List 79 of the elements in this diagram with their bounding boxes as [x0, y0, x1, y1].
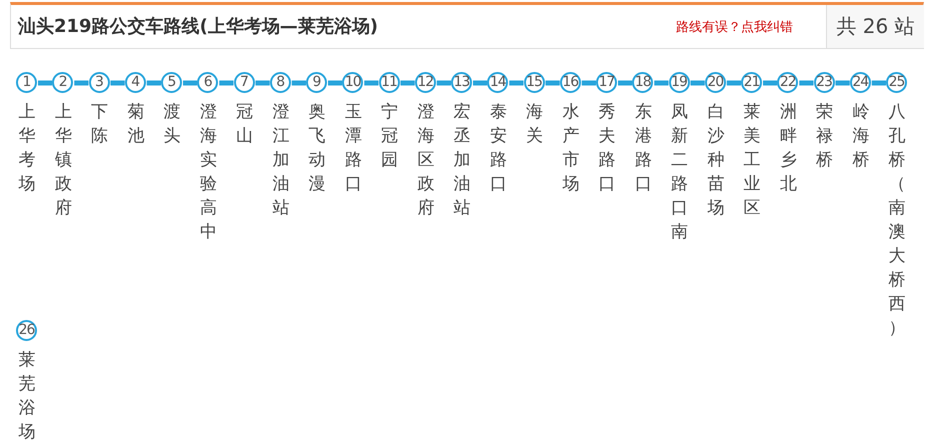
- stop-name: 澄海实验高中: [199, 101, 218, 244]
- stop-circle: 23: [814, 72, 834, 93]
- report-error-link: 路线有误？点我纠错: [676, 19, 793, 36]
- stop-circle: 15: [524, 72, 544, 93]
- stop-name: 菊池: [126, 101, 145, 148]
- stop-circle: 14: [487, 72, 508, 93]
- stop-circle: 26: [16, 320, 37, 341]
- stop-circle: 18: [632, 72, 654, 93]
- stop-name: 莱美工业区: [743, 101, 761, 220]
- stop-circle: 13: [451, 72, 472, 93]
- title: 汕头219路公交车路线(上华考场—莱芜浴场): [18, 15, 378, 38]
- stop-name: 岭海桥: [852, 101, 870, 172]
- stop-circle: 11: [378, 72, 400, 93]
- connector-line: [74, 80, 88, 86]
- stop-name: 宁冠园: [380, 101, 398, 172]
- connector-line: [872, 80, 886, 86]
- connector-line: [38, 80, 52, 86]
- stop-name: 渡头: [163, 101, 181, 148]
- stop-name: 玉潭路口: [344, 101, 362, 196]
- connector-line: [146, 80, 161, 86]
- stop-circle: 22: [777, 72, 798, 93]
- stop-name: 八孔桥（南澳大桥西）: [888, 101, 906, 340]
- stop-name: 下陈: [90, 101, 108, 148]
- stop-circle: 17: [596, 72, 617, 93]
- connector-line: [582, 80, 596, 86]
- connector-line: [509, 80, 524, 86]
- connector-line: [546, 80, 560, 86]
- stop-circle: 2: [52, 72, 74, 93]
- connector-line: [799, 80, 814, 86]
- stop-name: 秀夫路口: [598, 101, 616, 196]
- stop-circle: 7: [234, 72, 254, 93]
- stop-circle: 16: [560, 72, 581, 93]
- stop-name: 东港路口: [634, 101, 652, 196]
- stop-name: 上华镇政府: [54, 101, 72, 220]
- connector-line: [364, 80, 378, 86]
- stop-name: 澄海区政府: [416, 101, 435, 220]
- connector-line: [618, 80, 632, 86]
- stop-circle: 25: [886, 72, 907, 93]
- connector-line: [400, 80, 415, 86]
- stop-circle: 9: [306, 72, 327, 93]
- stop-circle: 24: [850, 72, 871, 93]
- stop-name: 海关: [526, 101, 544, 148]
- connector-line: [690, 80, 705, 86]
- stop-circle: 5: [161, 72, 182, 93]
- stop-name: 荣禄桥: [816, 101, 834, 172]
- stop-circle: 6: [197, 72, 218, 93]
- connector-line: [110, 80, 125, 86]
- stop-name: 凤新二路口南: [670, 101, 688, 244]
- stop-name: 上华考场: [18, 101, 36, 196]
- stop-circle: 19: [668, 72, 690, 93]
- stop-circle: 3: [88, 72, 110, 93]
- stop-name: 奥飞动漫: [308, 101, 326, 196]
- stop-name: 澄江加油站: [272, 101, 290, 220]
- connector-line: [328, 80, 342, 86]
- connector-line: [473, 80, 488, 86]
- stop-name: 水产市场: [562, 101, 580, 196]
- connector-line: [183, 80, 198, 86]
- stop-circle: 8: [270, 72, 291, 93]
- stop-circle: 1: [16, 72, 37, 93]
- stop-count: 共 26 站: [826, 5, 924, 48]
- connector-line: [763, 80, 778, 86]
- connector-line: [726, 80, 741, 86]
- stop-circle: 10: [342, 72, 364, 93]
- stop-circle: 4: [124, 72, 146, 93]
- stop-circle: 12: [414, 72, 436, 93]
- connector-line: [436, 80, 451, 86]
- stop-name: 白沙种苗场: [706, 101, 725, 220]
- stop-circle: 20: [704, 72, 726, 93]
- stop-circle: 21: [741, 72, 762, 93]
- connector-line: [256, 80, 270, 86]
- connector-line: [836, 80, 850, 86]
- stop-name: 冠山: [236, 101, 254, 148]
- stop-name: 宏丞加油站: [453, 101, 471, 220]
- connector-line: [654, 80, 668, 86]
- stop-name: 泰安路口: [489, 101, 508, 196]
- stop-name: 莱芜浴场: [18, 349, 36, 444]
- connector-line: [292, 80, 306, 86]
- stop-name: 洲畔乡北: [779, 101, 798, 196]
- connector-line: [219, 80, 234, 86]
